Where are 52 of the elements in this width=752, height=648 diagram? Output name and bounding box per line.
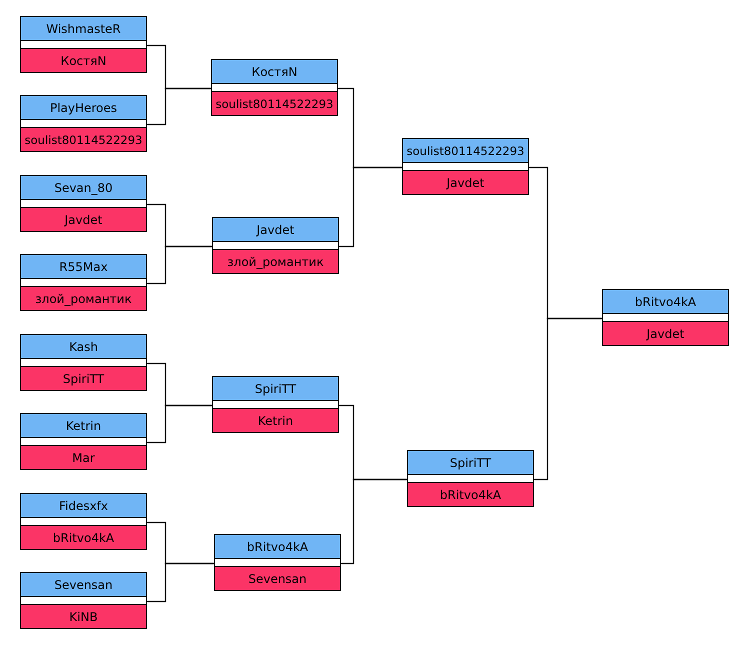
player-slot: Kash <box>21 335 146 359</box>
player-slot: злой_романтик <box>213 249 338 273</box>
bracket-line <box>147 562 214 602</box>
player-slot: bRitvo4kA <box>21 525 146 549</box>
player-slot: SpiriTT <box>213 377 338 401</box>
match-card <box>20 334 147 391</box>
player-slot: Ketrin <box>21 414 146 438</box>
player-slot: PlayHeroes <box>21 96 146 120</box>
player-slot: Mar <box>21 445 146 469</box>
player-slot: bRitvo4kA <box>408 482 533 506</box>
bracket-line <box>147 88 211 126</box>
player-slot: Javdet <box>21 207 146 231</box>
match-card <box>20 572 147 629</box>
match-card <box>20 175 147 232</box>
match-card <box>20 95 147 152</box>
match-card <box>20 254 147 311</box>
player-slot: КостяN <box>212 60 337 84</box>
match-card <box>212 376 339 433</box>
player-slot: KiNB <box>21 604 146 628</box>
match-card <box>20 16 147 73</box>
player-slot: WishmasteR <box>21 17 146 41</box>
player-slot: bRitvo4kA <box>603 290 728 314</box>
player-slot: soulist80114522293 <box>21 127 146 151</box>
match-card <box>402 138 529 195</box>
player-slot: Ketrin <box>213 408 338 432</box>
match-card <box>20 413 147 470</box>
match-card <box>211 59 338 116</box>
bracket-line <box>341 478 407 564</box>
player-slot: Fidesxfx <box>21 494 146 518</box>
player-slot: Javdet <box>403 170 528 194</box>
bracket-line <box>147 246 212 284</box>
player-slot: КостяN <box>21 48 146 72</box>
bracket-line <box>339 166 402 248</box>
player-slot: soulist80114522293 <box>212 91 337 115</box>
player-slot: Sevensan <box>21 573 146 597</box>
player-slot: R55Max <box>21 255 146 279</box>
bracket-line <box>534 318 602 480</box>
match-card <box>214 534 341 591</box>
player-slot: bRitvo4kA <box>215 535 340 559</box>
match-card <box>20 493 147 550</box>
match-card <box>602 289 729 346</box>
player-slot: Sevan_80 <box>21 176 146 200</box>
player-slot: SpiriTT <box>408 451 533 475</box>
player-slot: Javdet <box>603 321 728 345</box>
player-slot: Sevensan <box>215 566 340 590</box>
player-slot: Javdet <box>213 218 338 242</box>
player-slot: soulist80114522293 <box>403 139 528 163</box>
bracket-line <box>147 404 212 444</box>
player-slot: злой_романтик <box>21 286 146 310</box>
match-card <box>212 217 339 274</box>
match-card <box>407 450 534 507</box>
player-slot: SpiriTT <box>21 366 146 390</box>
